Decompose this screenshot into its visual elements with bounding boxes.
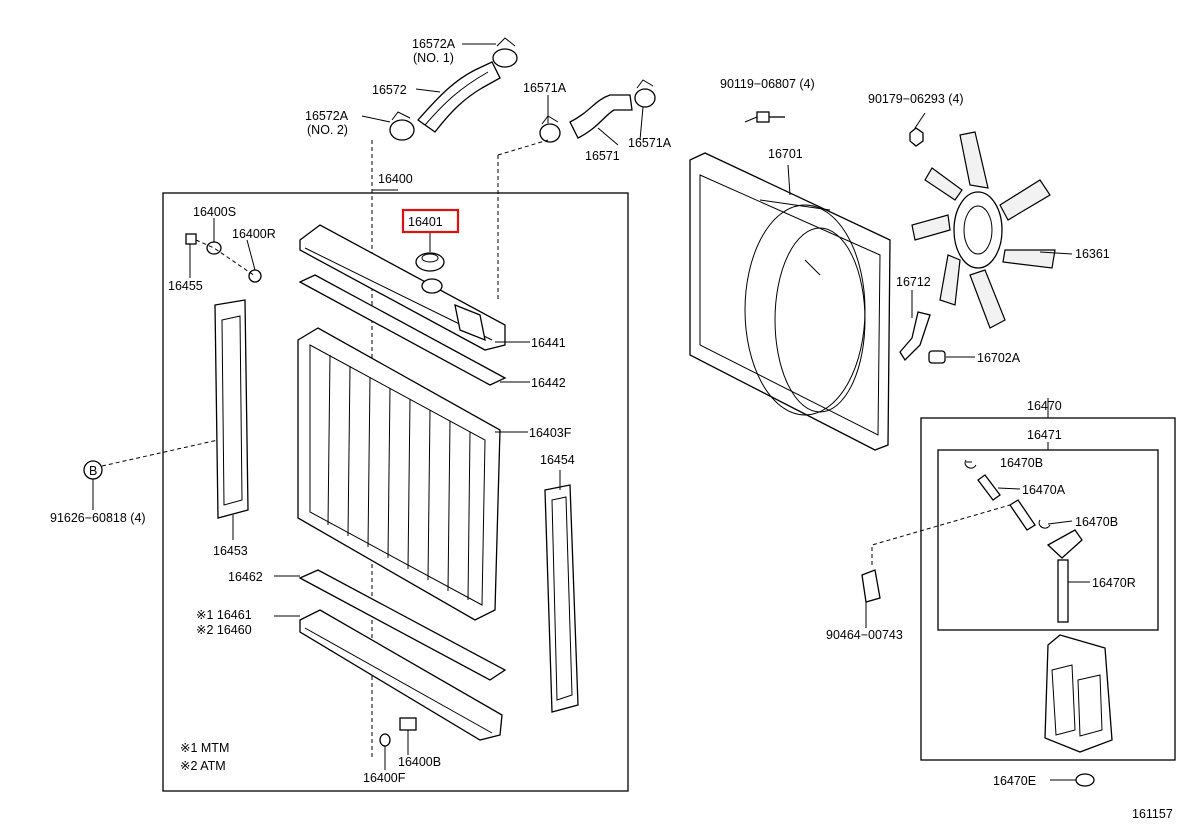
label-90119-06807[interactable]: 90119−06807 (4): [720, 77, 815, 91]
label-16572a-no2[interactable]: 16572A: [305, 109, 349, 123]
label-16400[interactable]: 16400: [378, 172, 413, 186]
reservoir-inner-box: [937, 449, 1159, 631]
label-16470e[interactable]: 16470E: [993, 774, 1036, 788]
label-90179-06293[interactable]: 90179−06293 (4): [868, 92, 964, 106]
label-16572a-no1[interactable]: 16572A: [412, 37, 456, 51]
bolt-90119-06807[interactable]: [756, 111, 785, 123]
label-16400b[interactable]: 16400B: [398, 755, 441, 769]
clip-16470b-2[interactable]: [1038, 519, 1051, 529]
filler-neck: [421, 278, 443, 294]
label-16400s[interactable]: 16400S: [193, 205, 236, 219]
hose-clamp-16572a-no1[interactable]: [492, 37, 518, 68]
gasket-16442[interactable]: [298, 274, 507, 386]
pipe-16470r[interactable]: [1057, 559, 1069, 623]
shroud-seal-16712[interactable]: [899, 311, 931, 362]
label-16702a[interactable]: 16702A: [977, 351, 1021, 365]
label-16470b-2[interactable]: 16470B: [1075, 515, 1118, 529]
cap-assembly[interactable]: [1046, 529, 1083, 559]
label-16461[interactable]: ※1 16461: [196, 608, 252, 622]
label-90464-00743[interactable]: 90464−00743: [826, 628, 903, 642]
label-16401[interactable]: 16401: [408, 215, 443, 229]
hose-lower-16470a[interactable]: [1009, 499, 1036, 531]
hose-clamp-16571a-right[interactable]: [634, 79, 656, 108]
highlight-box-16401: [401, 208, 460, 234]
bolt-16455[interactable]: [185, 233, 197, 245]
label-16712[interactable]: 16712: [896, 275, 931, 289]
label-16572a-no1-sub: (NO. 1): [413, 51, 454, 65]
callout-b-text: B: [89, 464, 97, 478]
label-16471[interactable]: 16471: [1027, 428, 1062, 442]
reservoir-tank[interactable]: [1044, 634, 1113, 753]
label-16571a-top[interactable]: 16571A: [523, 81, 567, 95]
label-16470a[interactable]: 16470A: [1022, 483, 1066, 497]
cushion-16400r[interactable]: [248, 269, 262, 283]
label-16454[interactable]: 16454: [540, 453, 575, 467]
radiator-core-16403f[interactable]: [297, 327, 501, 621]
label-16470b-1[interactable]: 16470B: [1000, 456, 1043, 470]
radiator-assembly-box: [162, 192, 629, 792]
fan-shroud-16701[interactable]: [689, 152, 891, 451]
label-16455[interactable]: 16455: [168, 279, 203, 293]
support-16453[interactable]: [214, 299, 249, 519]
collar-16400s[interactable]: [206, 241, 222, 255]
upper-tank-16441[interactable]: [299, 224, 506, 351]
nut-90179-06293[interactable]: [909, 127, 924, 147]
lower-tank-16461-16460[interactable]: [299, 609, 503, 741]
label-91626-60818[interactable]: 91626−60818 (4): [50, 511, 146, 525]
radiator-cap-16401[interactable]: [415, 252, 445, 272]
cap-16470e[interactable]: [1075, 773, 1095, 787]
label-16442[interactable]: 16442: [531, 376, 566, 390]
gasket-16462[interactable]: [298, 569, 507, 681]
diagram-number: 161157: [1132, 807, 1173, 821]
support-16454[interactable]: [544, 484, 579, 713]
hose-clamp-16571a-left[interactable]: [539, 115, 561, 143]
label-16462[interactable]: 16462: [228, 570, 263, 584]
clip-16702a[interactable]: [928, 350, 946, 364]
fan-16361[interactable]: [911, 131, 1056, 329]
legend-atm: ※2 ATM: [180, 759, 226, 773]
label-16400f[interactable]: 16400F: [363, 771, 406, 785]
label-16453[interactable]: 16453: [213, 544, 248, 558]
label-16361[interactable]: 16361: [1075, 247, 1110, 261]
label-16441[interactable]: 16441: [531, 336, 566, 350]
clip-16470b-1[interactable]: [964, 459, 977, 469]
upper-hose-16572[interactable]: [417, 61, 501, 133]
label-16460[interactable]: ※2 16460: [196, 623, 252, 637]
label-16701[interactable]: 16701: [768, 147, 803, 161]
legend-mtm: ※1 MTM: [180, 741, 229, 755]
label-16400r[interactable]: 16400R: [232, 227, 276, 241]
hose-16470a[interactable]: [977, 474, 1001, 501]
drain-cock-16400b[interactable]: [399, 717, 417, 731]
label-16572[interactable]: 16572: [372, 83, 407, 97]
label-16571[interactable]: 16571: [585, 149, 620, 163]
label-16571a-right[interactable]: 16571A: [628, 136, 672, 150]
label-16403f[interactable]: 16403F: [529, 426, 572, 440]
lower-hose-16571[interactable]: [569, 94, 633, 139]
label-16470r[interactable]: 16470R: [1092, 576, 1136, 590]
label-16470[interactable]: 16470: [1027, 399, 1062, 413]
o-ring-16400f[interactable]: [379, 733, 391, 747]
bracket-90464-00743[interactable]: [861, 569, 881, 603]
hose-clamp-16572a-no2[interactable]: [389, 111, 415, 141]
label-16572a-no2-sub: (NO. 2): [307, 123, 348, 137]
